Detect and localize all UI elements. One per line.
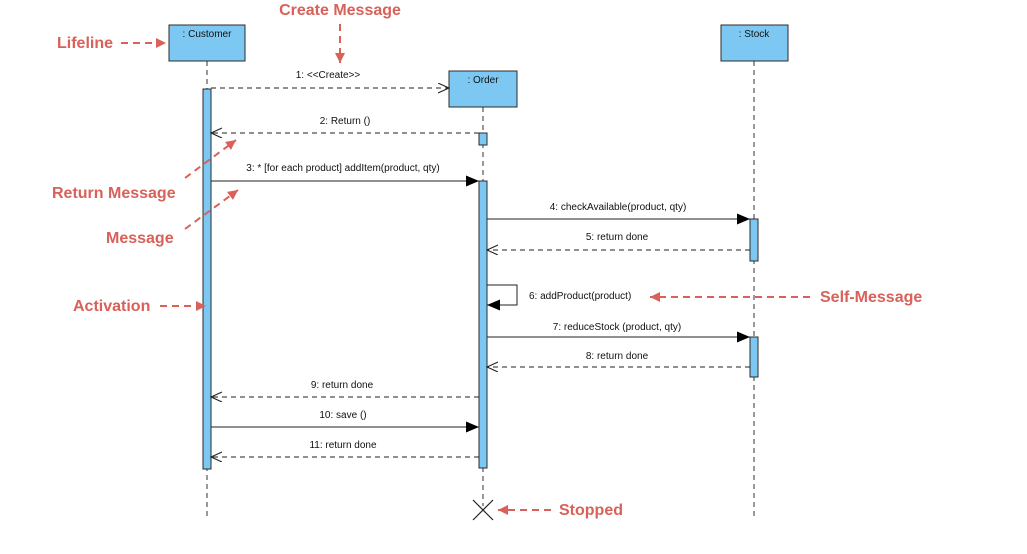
order-lifeline-head[interactable]: : Order — [448, 70, 518, 108]
message-1-create[interactable]: 1: <<Create>> — [211, 70, 449, 88]
message-6-self-addproduct[interactable]: 6: addProduct(product) — [487, 284, 631, 311]
stock-lifeline-label: : Stock — [739, 29, 771, 40]
customer-lifeline-label: : Customer — [183, 29, 233, 40]
annotation-return-message-label: Return Message — [52, 185, 176, 202]
customer-lifeline-head[interactable]: : Customer — [168, 24, 246, 62]
annotation-lifeline-label: Lifeline — [57, 35, 113, 52]
annotation-message: Message — [106, 189, 239, 247]
message-9-label: 9: return done — [311, 380, 374, 391]
message-4-label: 4: checkAvailable(product, qty) — [550, 202, 687, 213]
stock-activation-bar-2[interactable] — [749, 336, 759, 378]
message-11-label: 11: return done — [309, 440, 377, 451]
message-8-label: 8: return done — [586, 351, 649, 362]
message-5-label: 5: return done — [586, 232, 649, 243]
message-1-label: 1: <<Create>> — [296, 70, 361, 81]
message-9-return[interactable]: 9: return done — [211, 380, 479, 397]
message-6-label: 6: addProduct(product) — [529, 291, 631, 302]
annotation-activation-label: Activation — [73, 298, 150, 315]
annotation-stopped: Stopped — [498, 502, 623, 519]
message-2-return[interactable]: 2: Return () — [211, 116, 479, 133]
message-8-return[interactable]: 8: return done — [487, 351, 750, 367]
annotation-self-message-label: Self-Message — [820, 289, 922, 306]
annotation-return-message: Return Message — [52, 139, 237, 202]
message-3-label: 3: * [for each product] addItem(product,… — [246, 163, 439, 174]
order-lifeline-label: : Order — [467, 75, 499, 86]
annotation-stopped-label: Stopped — [559, 502, 623, 519]
customer-activation-bar[interactable] — [202, 88, 212, 470]
annotation-create-message-label: Create Message — [279, 2, 401, 19]
message-7-label: 7: reduceStock (product, qty) — [553, 322, 681, 333]
order-activation-bar-create[interactable] — [478, 132, 488, 146]
annotation-lifeline: Lifeline — [57, 35, 166, 52]
message-5-return[interactable]: 5: return done — [487, 232, 750, 250]
message-11-return[interactable]: 11: return done — [211, 440, 479, 457]
message-3-additem[interactable]: 3: * [for each product] addItem(product,… — [211, 163, 479, 187]
message-7-reducestock[interactable]: 7: reduceStock (product, qty) — [487, 322, 750, 343]
message-10-label: 10: save () — [319, 410, 366, 421]
destroy-x-icon — [472, 499, 494, 521]
message-2-label: 2: Return () — [320, 116, 371, 127]
annotation-create-message: Create Message — [279, 2, 401, 63]
annotation-message-label: Message — [106, 230, 174, 247]
stock-activation-bar-1[interactable] — [749, 218, 759, 262]
stock-lifeline-head[interactable]: : Stock — [720, 24, 789, 62]
order-activation-bar[interactable] — [478, 180, 488, 469]
annotation-activation: Activation — [73, 298, 206, 315]
message-10-save[interactable]: 10: save () — [211, 410, 479, 433]
message-4-checkavailable[interactable]: 4: checkAvailable(product, qty) — [487, 202, 750, 225]
annotation-self-message: Self-Message — [650, 289, 922, 306]
